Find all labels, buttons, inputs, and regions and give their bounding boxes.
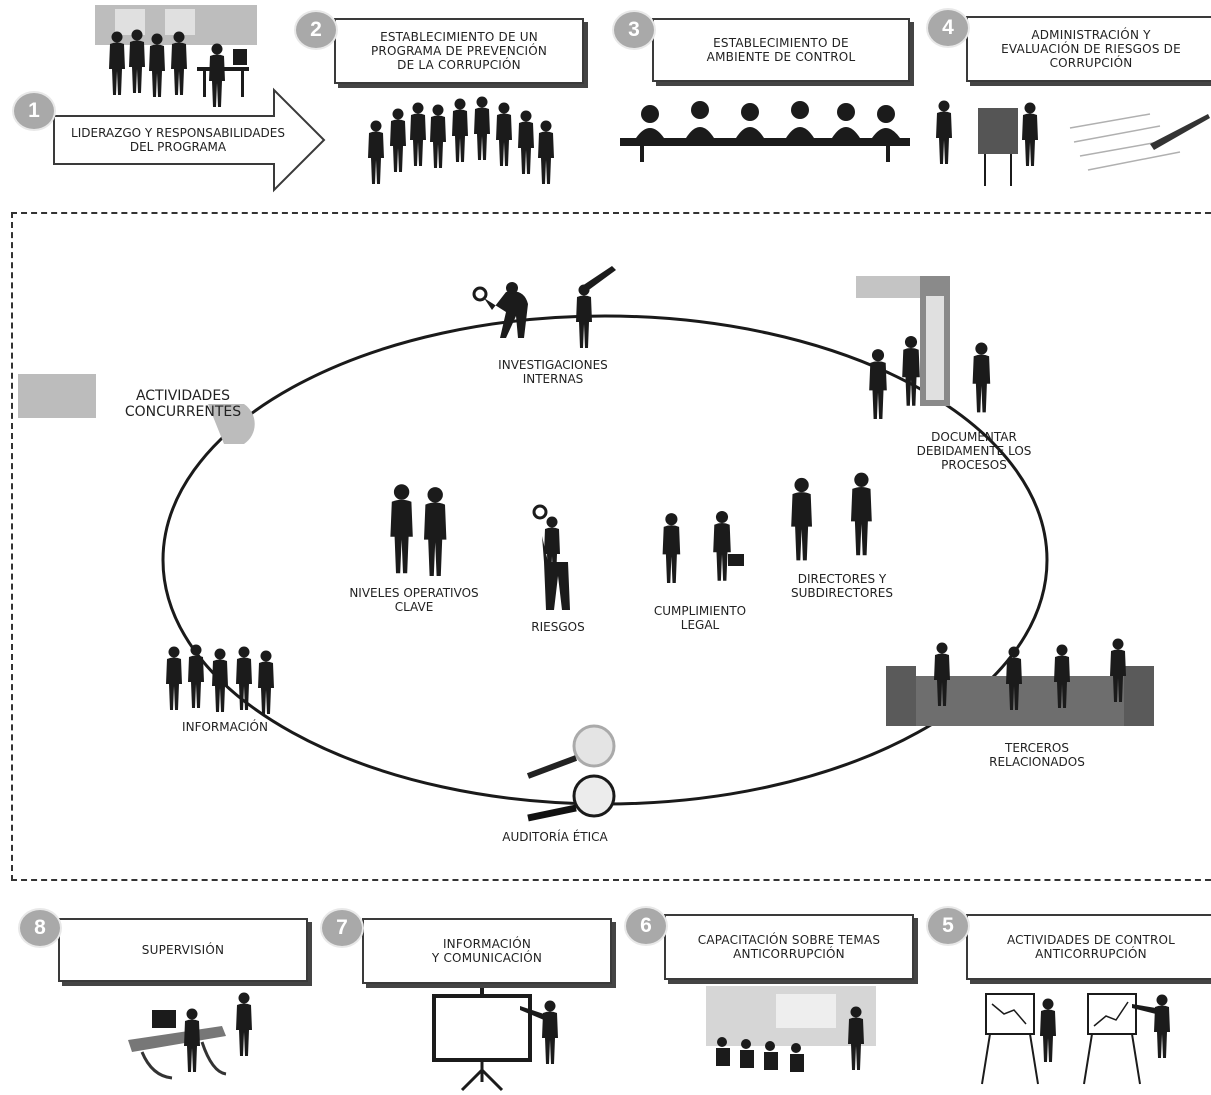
magnifier-icon	[526, 724, 616, 822]
step-8-box: SUPERVISIÓN	[58, 918, 308, 982]
step-1-badge: 1	[12, 91, 56, 131]
step-3-badge: 3	[612, 10, 656, 50]
concurrent-activities-title: ACTIVIDADES CONCURRENTES	[124, 388, 242, 420]
risk-person-illustration	[532, 504, 570, 610]
presentation-screen-illustration	[432, 988, 558, 1092]
step-4-badge: 4	[926, 8, 970, 48]
office-team-illustration	[95, 5, 257, 107]
concurrent-activities-frame	[11, 212, 1211, 881]
step-6-badge: 6	[624, 906, 668, 946]
step-1-label: LIDERAZGO Y RESPONSABILIDADES DEL PROGRA…	[71, 126, 285, 154]
step-6-box: CAPACITACIÓN SOBRE TEMAS ANTICORRUPCIÓN	[664, 914, 914, 980]
step-3-box: ESTABLECIMIENTO DE AMBIENTE DE CONTROL	[652, 18, 910, 82]
step-2-badge: 2	[294, 10, 338, 50]
node-documentar-label: DOCUMENTAR DEBIDAMENTE LOS PROCESOS	[916, 430, 1032, 472]
step-5-badge: 5	[926, 906, 970, 946]
business-group-illustration	[368, 96, 554, 184]
center-niveles-label: NIVELES OPERATIVOS CLAVE	[349, 586, 479, 614]
step-7-box: INFORMACIÓN Y COMUNICACIÓN	[362, 918, 612, 984]
step-7-badge: 7	[320, 908, 364, 948]
control-activities-charts-illustration	[981, 993, 1170, 1085]
step-5-box: ACTIVIDADES DE CONTROL ANTICORRUPCIÓN	[966, 914, 1211, 980]
classroom-training-illustration	[706, 986, 876, 1072]
step-1-arrow	[53, 87, 326, 193]
center-directores-label: DIRECTORES Y SUBDIRECTORES	[790, 572, 894, 600]
node-terceros-label: TERCEROS RELACIONADOS	[989, 741, 1085, 769]
investigation-illustration	[472, 266, 616, 348]
step-2-box: ESTABLECIMIENTO DE UN PROGRAMA DE PREVEN…	[334, 18, 584, 84]
operative-levels-illustration	[390, 484, 447, 576]
center-riesgos-label: RIESGOS	[531, 620, 585, 634]
step-8-badge: 8	[18, 908, 62, 948]
center-cumplimiento-label: CUMPLIMIENTO LEGAL	[653, 604, 747, 632]
step-4-box: ADMINISTRACIÓN Y EVALUACIÓN DE RIESGOS D…	[966, 16, 1211, 82]
node-investigaciones-label: INVESTIGACIONES INTERNAS	[498, 358, 608, 386]
information-team-illustration	[166, 644, 274, 714]
node-informacion-label: INFORMACIÓN	[182, 720, 268, 734]
meeting-table-illustration	[620, 101, 910, 162]
supervision-desk-illustration	[128, 992, 252, 1080]
node-auditoria-label: AUDITORÍA ÉTICA	[502, 830, 608, 844]
concurrent-tab-shape	[18, 374, 255, 444]
presentation-checklist-illustration	[936, 100, 1210, 186]
legal-compliance-handshake-illustration	[662, 510, 744, 583]
document-process-illustration	[856, 276, 991, 419]
third-parties-sofa-illustration	[886, 638, 1154, 726]
directors-illustration	[791, 472, 872, 561]
